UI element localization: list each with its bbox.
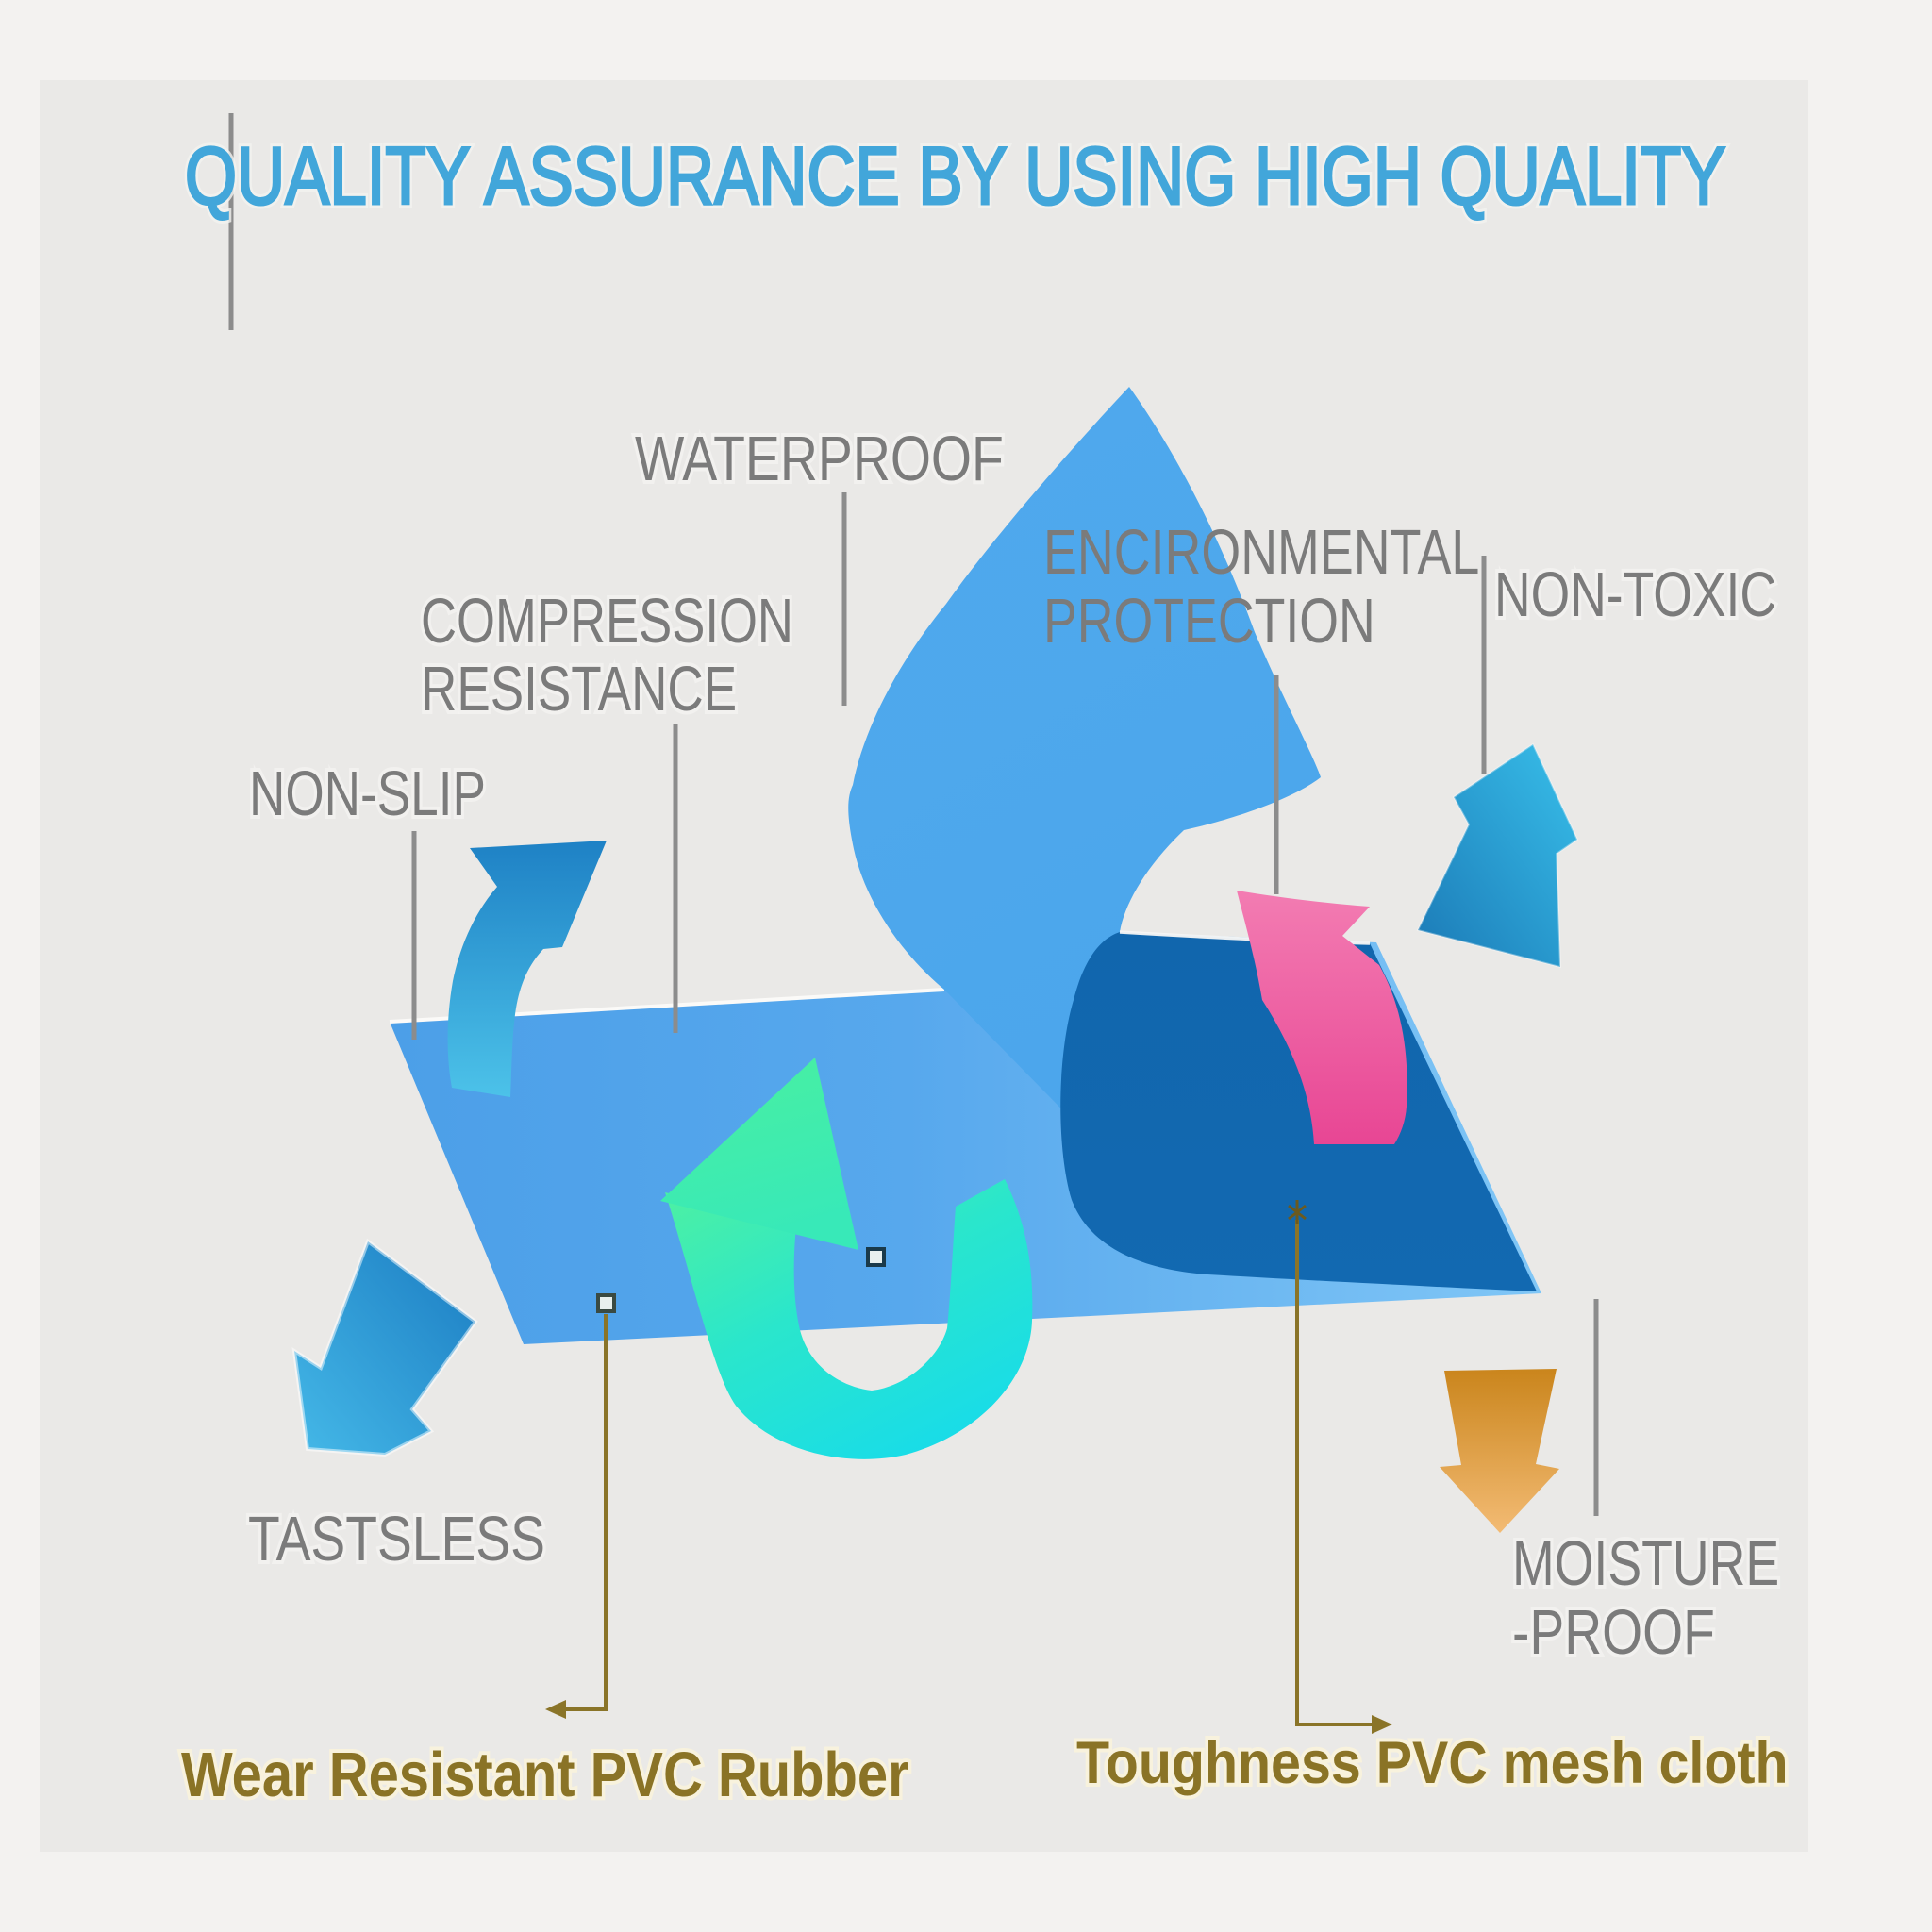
svg-text:Wear Resistant PVC Rubber: Wear Resistant PVC Rubber bbox=[181, 1740, 909, 1810]
svg-text:WATERPROOF: WATERPROOF bbox=[635, 424, 1004, 494]
svg-text:ENCIRONMENTAL: ENCIRONMENTAL bbox=[1043, 516, 1479, 587]
svg-text:MOISTURE: MOISTURE bbox=[1512, 1527, 1779, 1598]
svg-text:QUALITY ASSURANCE BY USING HIG: QUALITY ASSURANCE BY USING HIGH QUALITY bbox=[185, 130, 1725, 221]
svg-text:NON-SLIP: NON-SLIP bbox=[249, 758, 486, 828]
svg-text:COMPRESSION: COMPRESSION bbox=[421, 585, 793, 657]
svg-text:-PROOF: -PROOF bbox=[1512, 1597, 1715, 1668]
svg-text:TASTSLESS: TASTSLESS bbox=[248, 1504, 545, 1574]
svg-text:PROTECTION: PROTECTION bbox=[1043, 585, 1375, 656]
svg-text:NON-TOXIC: NON-TOXIC bbox=[1494, 558, 1776, 629]
svg-text:RESISTANCE: RESISTANCE bbox=[421, 653, 737, 724]
svg-text:QUALITY ASSURANCE BY USING HIG: QUALITY ASSURANCE BY USING HIGH QUALITY bbox=[185, 130, 1725, 221]
svg-text:Toughness PVC mesh cloth: Toughness PVC mesh cloth bbox=[1076, 1729, 1789, 1796]
